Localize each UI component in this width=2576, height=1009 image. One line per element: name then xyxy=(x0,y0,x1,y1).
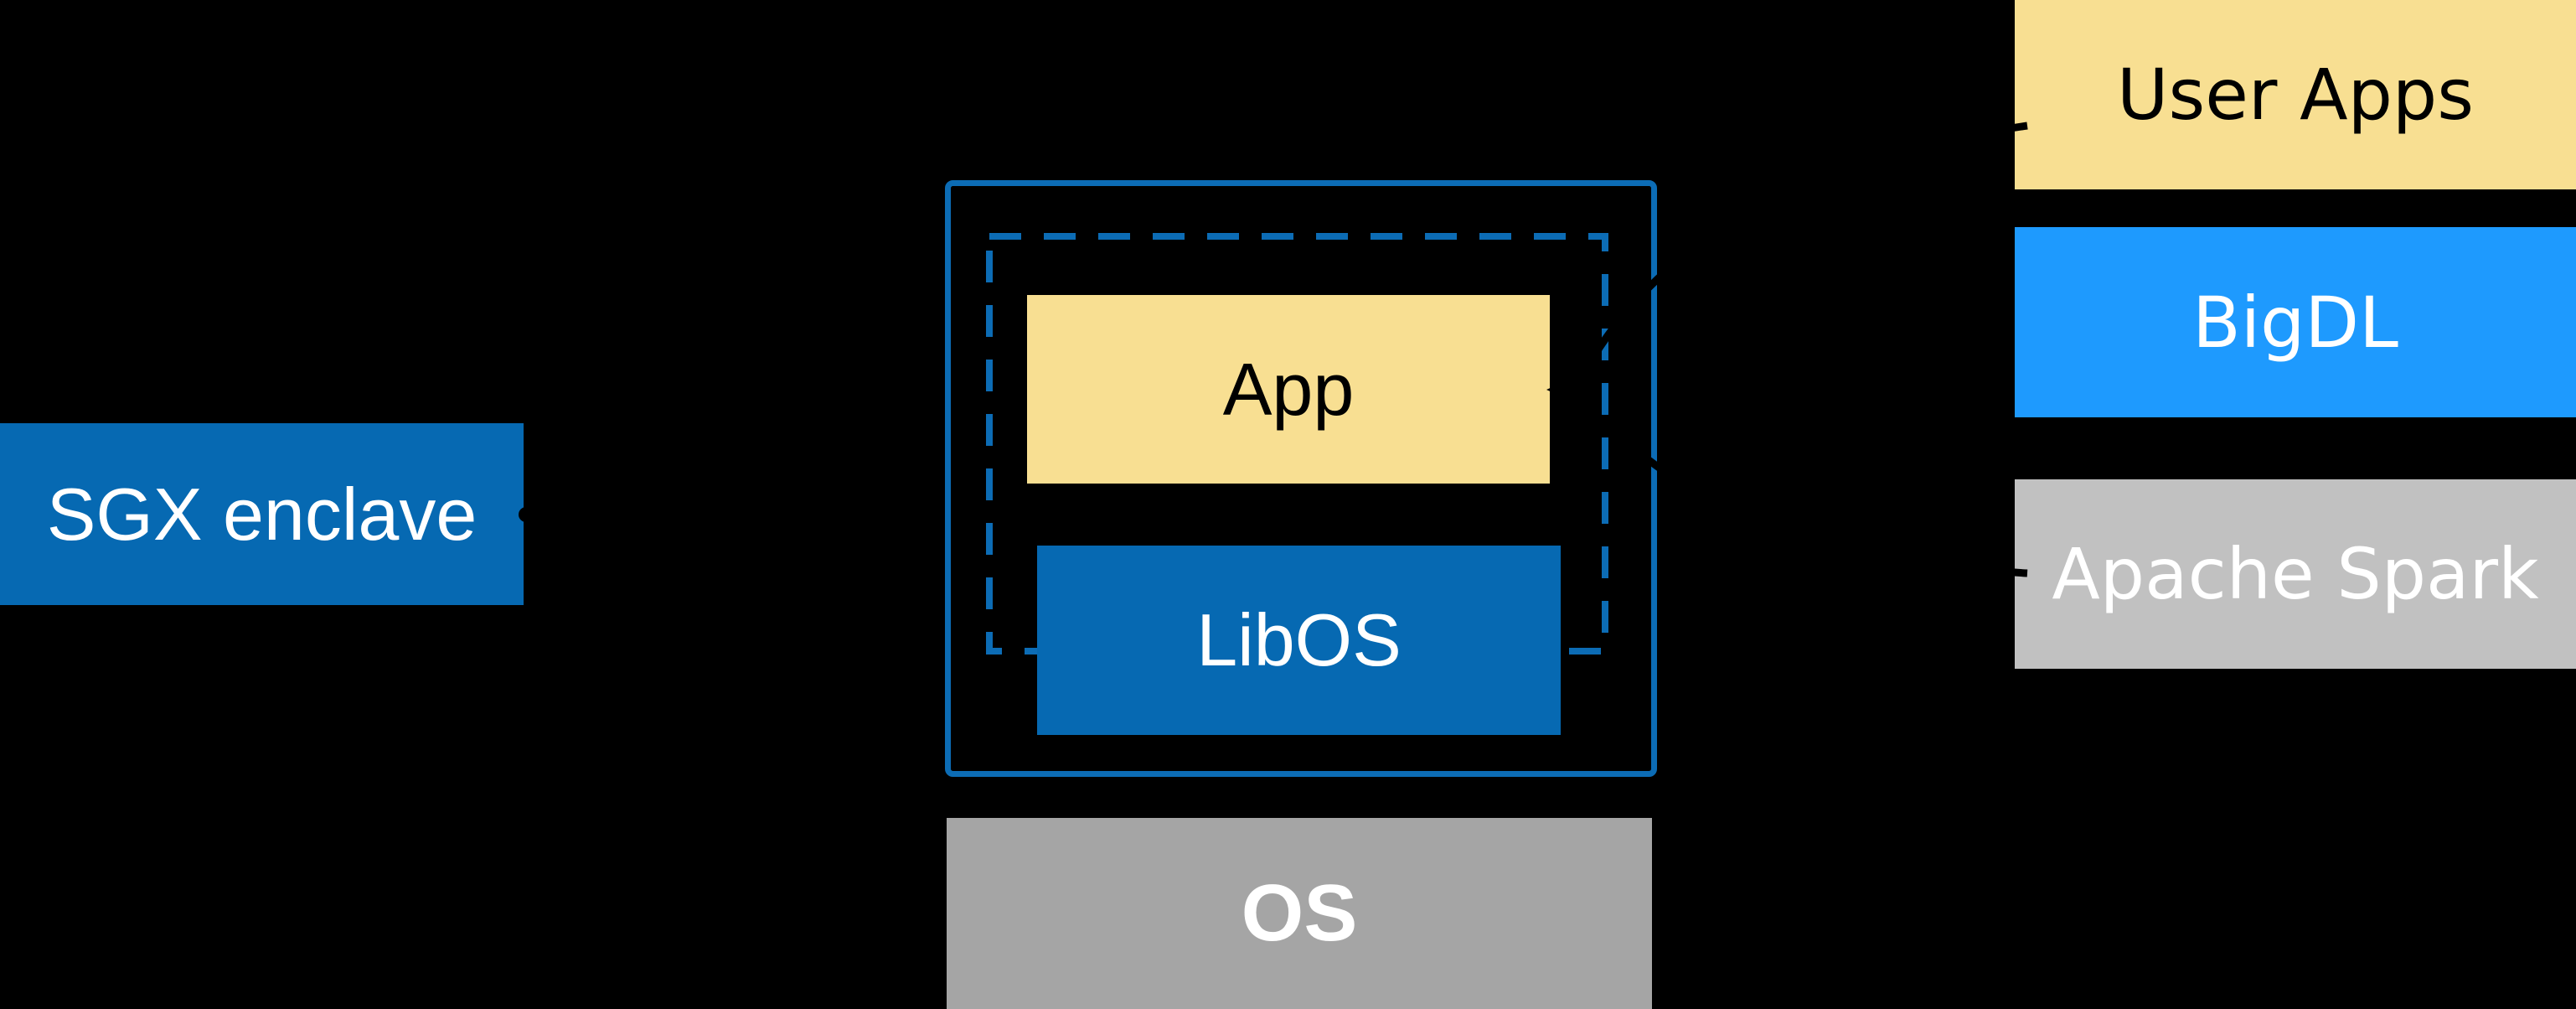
arrow-user-apps-to-app xyxy=(1574,122,2028,386)
apache-spark-label: Apache Spark xyxy=(2052,533,2539,615)
app-box: App xyxy=(1027,295,1550,484)
stack-item-bigdl: BigDL xyxy=(2015,227,2576,417)
libos-label: LibOS xyxy=(1196,598,1402,681)
arrowhead-icon xyxy=(1546,373,1583,406)
arrow-spark-to-app xyxy=(1575,392,2028,577)
os-box: OS xyxy=(947,818,1652,1009)
stack-item-apache-spark: Apache Spark xyxy=(2015,479,2576,669)
stack-item-user-apps: User Apps xyxy=(2015,0,2576,189)
os-label: OS xyxy=(1241,868,1358,958)
sgx-enclave-label-box: SGX enclave xyxy=(0,423,524,605)
bigdl-label: BigDL xyxy=(2192,281,2398,364)
app-label: App xyxy=(1222,347,1355,431)
user-apps-label: User Apps xyxy=(2116,54,2475,136)
libos-box: LibOS xyxy=(1037,546,1561,735)
sgx-enclave-label: SGX enclave xyxy=(46,472,478,556)
